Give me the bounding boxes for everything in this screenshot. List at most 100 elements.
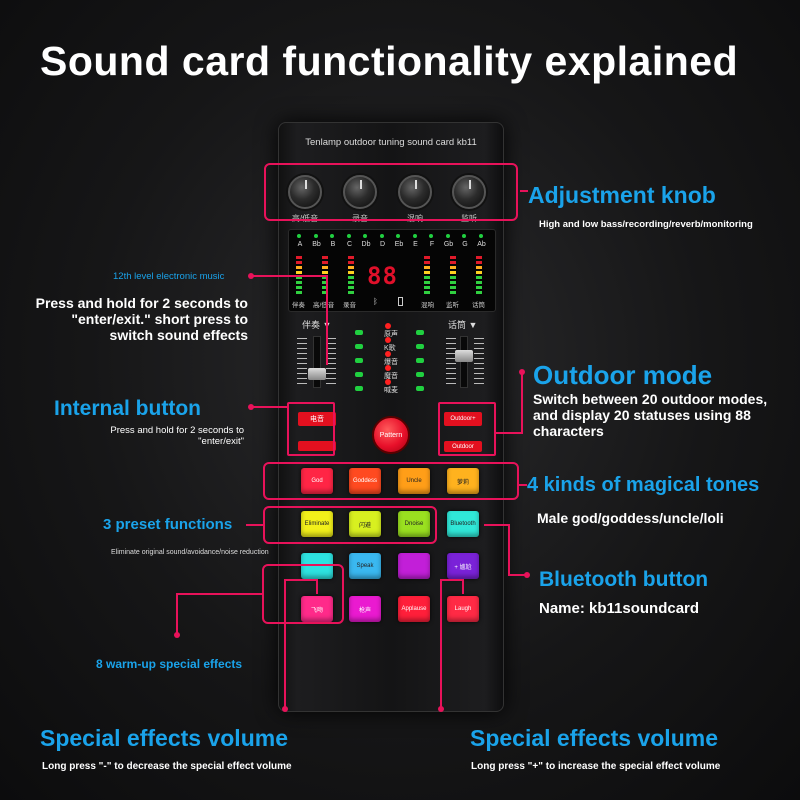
slider-scale [297, 338, 307, 388]
electronic-music-desc: Press and hold for 2 seconds to "enter/e… [35, 295, 248, 343]
knob-reverb[interactable] [398, 175, 432, 209]
pad-bluetooth[interactable]: Bluetooth [447, 511, 479, 537]
knob-label: 高/低音 [291, 214, 319, 223]
warmup-effects-title: 8 warm-up special effects [96, 657, 243, 671]
meter-segment [450, 271, 456, 274]
volume-left-title: Special effects volume [40, 725, 288, 751]
knob-label: 录音 [352, 214, 368, 223]
meter-segment [348, 276, 354, 279]
led-display-panel [288, 229, 496, 312]
meter-segment [348, 286, 354, 289]
pad-gunshot[interactable]: 枪声 [349, 596, 381, 622]
note-led [313, 234, 318, 238]
note-label: Eb [394, 241, 404, 248]
display-label: 监听 [446, 302, 459, 309]
pad-laugh[interactable]: Laugh [447, 596, 479, 622]
preset-functions-desc: Eliminate original sound/avoidance/noise… [111, 549, 269, 556]
connector-line [326, 275, 328, 365]
adjustment-knob-desc: High and low bass/recording/reverb/monit… [539, 219, 753, 230]
meter-segment [424, 271, 430, 274]
slider-accompaniment-handle[interactable] [308, 368, 326, 380]
meter-segment [476, 261, 482, 264]
connector-line [508, 574, 525, 576]
electronic-music-title: 12th level electronic music [113, 271, 225, 282]
meter-segment [296, 271, 302, 274]
pad-speak[interactable]: Speak [349, 553, 381, 579]
mode-label: K歌 [384, 345, 396, 352]
slider-label-accompaniment: 伴奏 ▼ [302, 320, 332, 330]
meter-segment [296, 286, 302, 289]
connector-line [508, 524, 510, 576]
pad-applause[interactable]: Applause [398, 596, 430, 622]
meter-segment [296, 276, 302, 279]
meter-segment [322, 276, 328, 279]
pad-volume-minus[interactable]: - [301, 553, 333, 579]
pad-uncle[interactable]: Uncle [398, 468, 430, 494]
meter-segment [296, 281, 302, 284]
pad-goddess[interactable]: Goddess [349, 468, 381, 494]
pad-eliminate[interactable]: Eliminate [301, 511, 333, 537]
meter-segment [348, 261, 354, 264]
note-led [297, 234, 301, 238]
meter-segment [450, 276, 456, 279]
meter-segment [424, 261, 430, 264]
pad-volume-plus[interactable]: + 尴尬 [447, 553, 479, 579]
internal-button-2[interactable] [298, 441, 336, 451]
internal-button[interactable]: 电音 [298, 412, 336, 426]
meter-segment [322, 256, 328, 259]
meter-segment [322, 261, 328, 264]
meter-segment [476, 271, 482, 274]
mode-label: 爆音 [384, 359, 398, 366]
mode-label: 魔音 [384, 373, 398, 380]
connector-line [176, 593, 178, 633]
battery-icon [398, 297, 403, 306]
slider-microphone-handle[interactable] [455, 350, 473, 362]
pad-god[interactable]: God [301, 468, 333, 494]
note-led [396, 234, 400, 238]
meter-segment [450, 291, 456, 294]
highlight-outdoor [438, 402, 496, 456]
note-label: G [462, 241, 468, 248]
note-label: Db [361, 241, 371, 248]
adjustment-knob-title: Adjustment knob [528, 182, 716, 208]
mode-led-red [385, 337, 391, 343]
meter-segment [476, 256, 482, 259]
highlight-warmup [262, 564, 344, 624]
meter-segment [476, 281, 482, 284]
outdoor-mode-desc: Switch between 20 outdoor modes, and dis… [533, 391, 768, 439]
magical-tones-desc: Male god/goddess/uncle/loli [537, 510, 724, 526]
magical-tones-title: 4 kinds of magical tones [527, 474, 760, 496]
bluetooth-icon: ᛒ [373, 297, 378, 306]
connector-line [462, 580, 464, 594]
knob-label: 监听 [461, 214, 477, 223]
connector-dot [438, 706, 444, 712]
connector-line [284, 579, 286, 707]
knob-recording[interactable] [343, 175, 377, 209]
knob-monitoring[interactable] [452, 175, 486, 209]
knob-bass[interactable] [288, 175, 322, 209]
connector-line [521, 372, 523, 434]
meter-segment [322, 286, 328, 289]
pad-kiss[interactable]: 飞吻 [301, 596, 333, 622]
meter-segment [424, 276, 430, 279]
slider-accompaniment-track[interactable] [313, 336, 321, 388]
outdoor-plus-button[interactable]: Outdoor+ [444, 412, 482, 426]
meter-segment [476, 276, 482, 279]
highlight-internal [287, 402, 335, 456]
page-title: Sound card functionality explained [40, 38, 739, 84]
connector-line [440, 579, 464, 581]
slider-scale [326, 338, 336, 388]
pad-effect[interactable] [398, 553, 430, 579]
outdoor-button[interactable]: Outdoor [444, 441, 482, 452]
pad-loli[interactable]: 萝莉 [447, 468, 479, 494]
meter-segment [424, 286, 430, 289]
pad-avoidance[interactable]: 闪避 [349, 511, 381, 537]
slider-microphone-track[interactable] [460, 336, 468, 388]
mode-led-green [416, 330, 424, 335]
pad-noise-reduction[interactable]: Dnoise [398, 511, 430, 537]
meter-segment [322, 271, 328, 274]
bluetooth-button-title: Bluetooth button [539, 568, 709, 591]
note-label: Gb [443, 241, 454, 248]
pattern-button[interactable]: Pattern [372, 416, 410, 454]
mode-led-red [385, 323, 391, 329]
